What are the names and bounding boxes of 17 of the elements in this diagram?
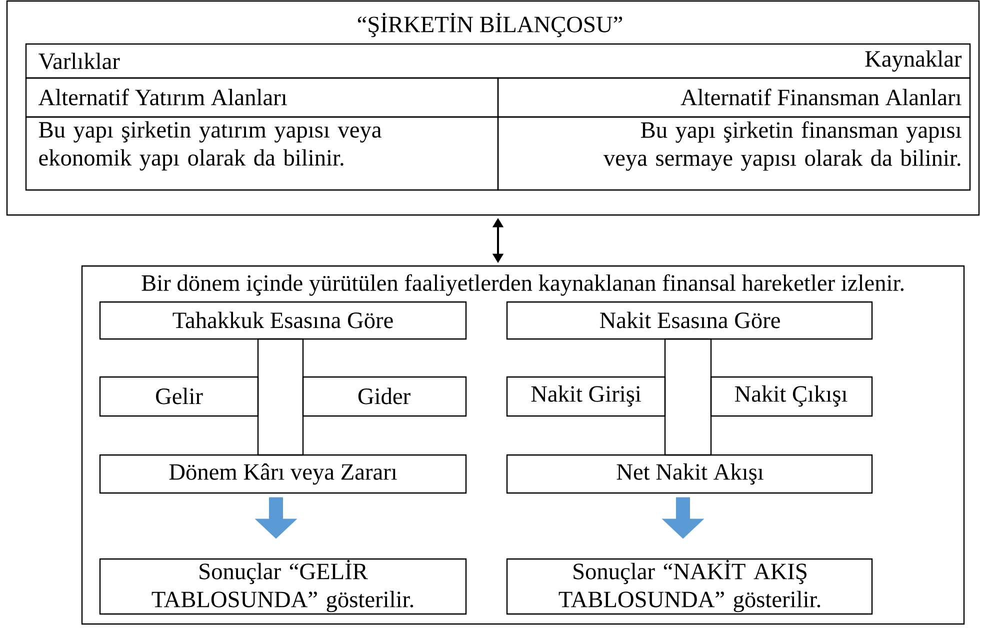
table-cell: Bu yapı şirketin yatırım yapısı veya ekonomik yapı olarak da bilinir.	[25, 116, 499, 191]
process-box: Tahakkuk Esasına Göre	[99, 301, 467, 340]
table-row: Varlıklar Kaynaklar	[25, 43, 971, 79]
connector-bar	[664, 338, 712, 456]
process-box: Nakit Girişi	[506, 376, 666, 417]
result-box: Sonuçlar “NAKİT AKIŞ TABLOSUNDA” gösterilir.	[506, 558, 873, 615]
process-box: Nakit Çıkışı	[710, 376, 873, 417]
process-box: Nakit Esasına Göre	[506, 301, 873, 340]
result-box: Sonuçlar “GELİR TABLOSUNDA” gösterilir.	[99, 558, 467, 615]
process-box: Dönem Kârı veya Zararı	[99, 454, 467, 494]
table-cell: Bu yapı şirketin finansman yapısı veya sermaye yapısı olarak da bilinir.	[497, 116, 971, 191]
process-box: Net Nakit Akışı	[506, 454, 873, 494]
table-cell: Alternatif Finansman Alanları	[497, 77, 971, 118]
process-box: Gider	[302, 376, 467, 417]
process-box: Gelir	[99, 376, 259, 417]
table-cell: Alternatif Yatırım Alanları	[25, 77, 499, 118]
connector-bar	[257, 338, 304, 456]
